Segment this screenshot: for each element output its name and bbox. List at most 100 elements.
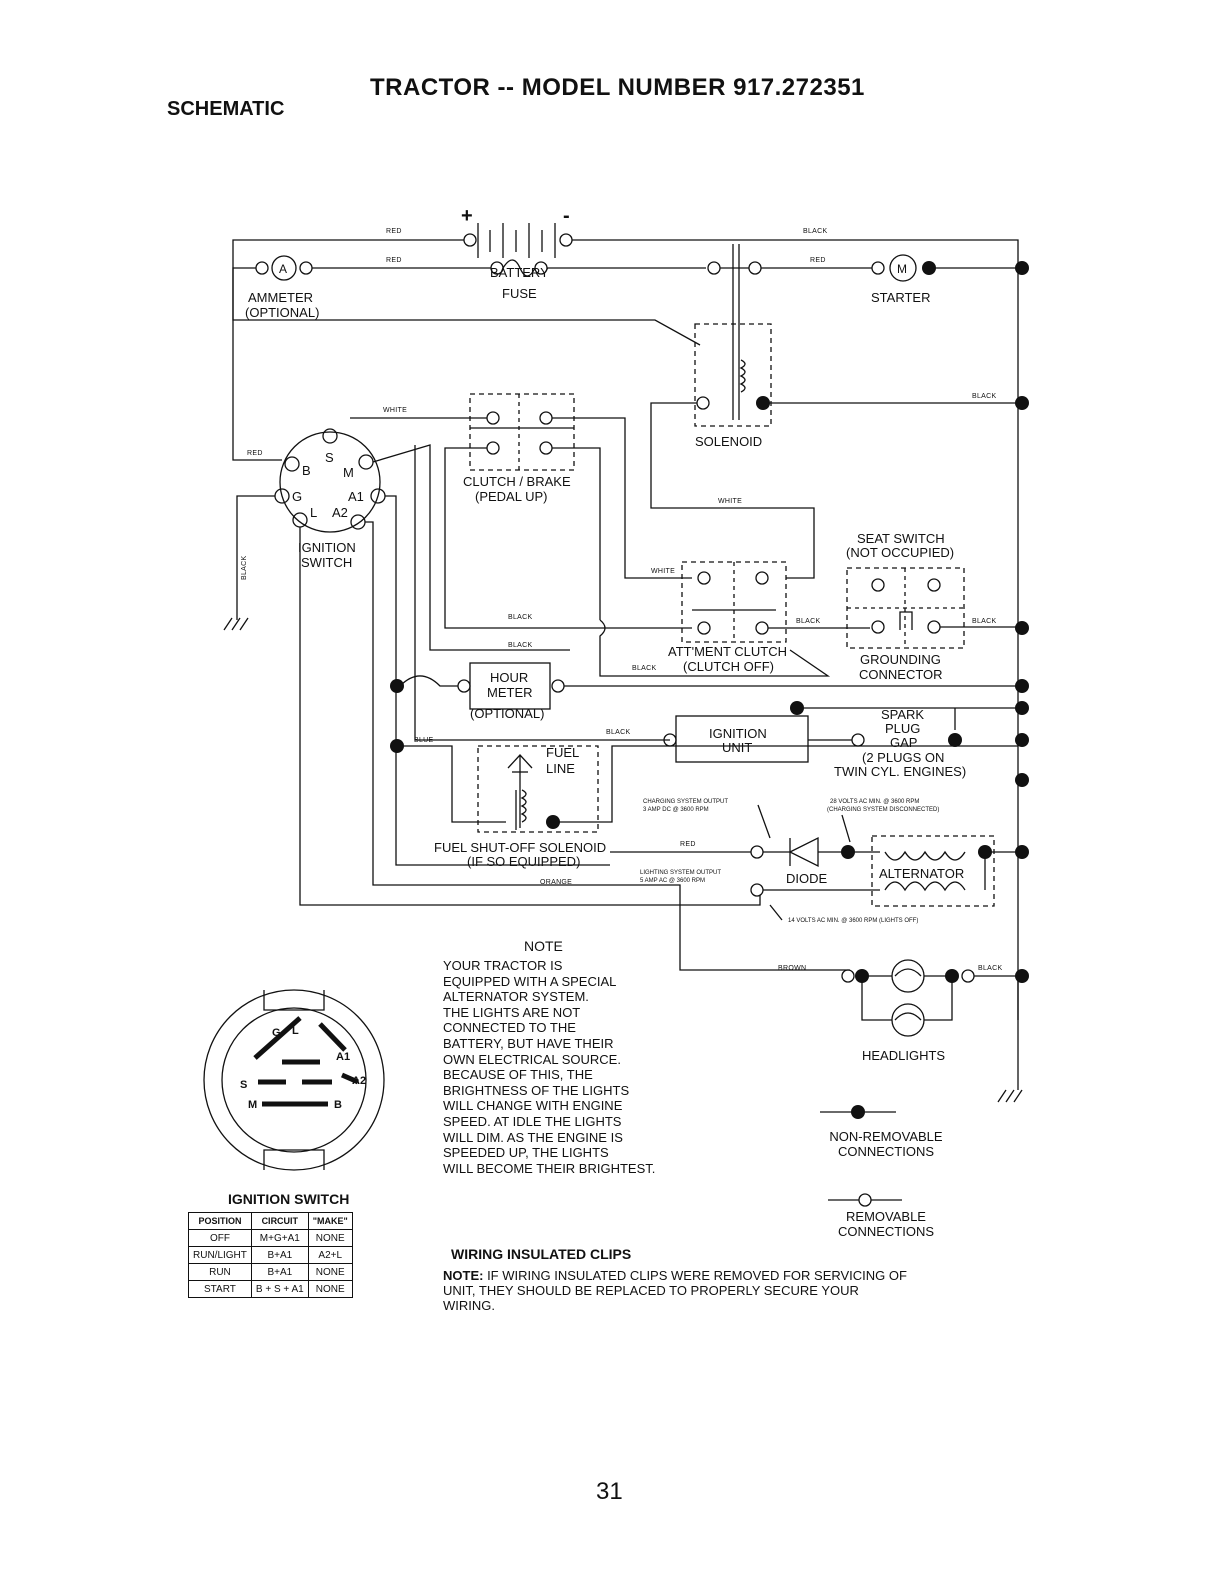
spark-plug-note: (2 PLUGS ON (862, 750, 944, 765)
ammeter-symbol: A (279, 262, 287, 276)
fuse-label: FUSE (502, 286, 537, 301)
fuel-line-label: FUEL (546, 745, 579, 760)
solenoid (694, 244, 772, 427)
terminal-b: B (302, 463, 311, 478)
table-cell: NONE (307, 1263, 353, 1281)
clutch-brake-note: (PEDAL UP) (475, 489, 547, 504)
non-removable-junctions (390, 261, 1029, 1119)
wire-red-ignition: RED (247, 450, 263, 457)
wire-white-attachment: WHITE (651, 568, 675, 575)
clips-note-text: IF WIRING INSULATED CLIPS WERE REMOVED F… (443, 1268, 907, 1313)
battery-minus: - (563, 205, 570, 227)
table-row: RUN B+A1 NONE (188, 1263, 353, 1281)
terminal-a2: A2 (332, 505, 348, 520)
wire-black-headlights: BLACK (978, 965, 1002, 972)
clips-note: NOTE: IF WIRING INSULATED CLIPS WERE REM… (443, 1268, 913, 1313)
attachment-clutch (681, 561, 787, 643)
detail-pin-a1: A1 (336, 1051, 350, 1063)
ignition-switch-label-2: SWITCH (301, 555, 352, 570)
alternator (871, 835, 995, 907)
seat-switch (846, 567, 965, 649)
ammeter-note: (OPTIONAL) (245, 305, 319, 320)
table-cell: RUN/LIGHT (188, 1246, 252, 1264)
wire-red-ammeter: RED (386, 257, 402, 264)
battery (463, 223, 573, 258)
page-number: 31 (596, 1478, 623, 1505)
ignition-switch-detail (203, 989, 385, 1171)
spec-volts-disconnected: 28 VOLTS AC MIN. @ 3600 RPM (830, 799, 919, 805)
table-cell: RUN (188, 1263, 252, 1281)
hour-meter-label: HOUR (490, 670, 528, 685)
table-row: START B + S + A1 NONE (188, 1280, 353, 1298)
note-title: NOTE (524, 938, 563, 954)
spark-plug-label: SPARK (881, 707, 924, 722)
page-subtitle: SCHEMATIC (167, 98, 285, 120)
spec-volts-disconnected-2: (CHARGING SYSTEM DISCONNECTED) (827, 807, 939, 813)
detail-pin-s: S (240, 1079, 247, 1091)
wire-black-seat: BLACK (972, 618, 996, 625)
ignition-unit-label: IGNITION (709, 726, 767, 741)
terminal-l: L (310, 505, 317, 520)
wire-red-battery: RED (386, 228, 402, 235)
starter-symbol: M (897, 262, 907, 276)
hour-meter-note: (OPTIONAL) (470, 706, 544, 721)
wire-red-starter: RED (810, 257, 826, 264)
table-cell: START (188, 1280, 252, 1298)
battery-plus: + (461, 205, 473, 227)
wire-white-seat: WHITE (718, 498, 742, 505)
spark-plug-label-2: PLUG (885, 721, 920, 736)
legend-non-removable-label-2: CONNECTIONS (837, 1144, 935, 1159)
table-cell: A2+L (307, 1246, 353, 1264)
seat-switch-label: SEAT SWITCH (857, 531, 945, 546)
wire-black-solenoid: BLACK (972, 393, 996, 400)
hour-meter-label-2: METER (487, 685, 533, 700)
starter (871, 254, 917, 282)
terminal-s: S (325, 450, 334, 465)
grounding-connector-label: GROUNDING (860, 652, 941, 667)
alternator-label: ALTERNATOR (879, 866, 964, 881)
spark-plug-note-2: TWIN CYL. ENGINES) (834, 764, 966, 779)
spec-lights-off: 14 VOLTS AC MIN. @ 3600 RPM (LIGHTS OFF) (788, 918, 918, 924)
table-cell: M+G+A1 (250, 1229, 309, 1247)
grounding-connector-label-2: CONNECTOR (859, 667, 943, 682)
wire-black-clutch-1: BLACK (508, 614, 532, 621)
table-cell: B + S + A1 (250, 1280, 309, 1298)
note-body: YOUR TRACTOR IS EQUIPPED WITH A SPECIAL … (443, 958, 656, 1176)
headlights-label: HEADLIGHTS (862, 1048, 945, 1063)
table-header: POSITION (188, 1212, 252, 1230)
table-cell: NONE (307, 1280, 353, 1298)
ignition-switch-label: IGNITION (298, 540, 356, 555)
terminal-m: M (343, 465, 354, 480)
table-header: "MAKE" (307, 1212, 353, 1230)
wire-black-ignition-unit: BLACK (606, 729, 630, 736)
ammeter-label: AMMETER (248, 290, 313, 305)
fuel-solenoid-label: FUEL SHUT-OFF SOLENOID (434, 840, 606, 855)
terminal-a1: A1 (348, 489, 364, 504)
legend-non-removable-label: NON-REMOVABLE (829, 1129, 943, 1144)
table-row: RUN/LIGHT B+A1 A2+L (188, 1246, 353, 1264)
clutch-brake-switch (469, 393, 575, 471)
legend-non-removable: NON-REMOVABLE CONNECTIONS (816, 1129, 956, 1159)
table-cell: NONE (307, 1229, 353, 1247)
detail-pin-m: M (248, 1099, 257, 1111)
spec-lighting-output-2: 5 AMP AC @ 3600 RPM (640, 878, 705, 884)
table-row: OFF M+G+A1 NONE (188, 1229, 353, 1247)
battery-label: BATTERY (490, 265, 549, 280)
wire-black-clutch-2: BLACK (508, 642, 532, 649)
detail-pin-a2: A2 (352, 1075, 366, 1087)
detail-pin-b: B (334, 1099, 342, 1111)
spark-plug (851, 733, 865, 747)
ignition-switch-table: POSITION CIRCUIT "MAKE" OFF M+G+A1 NONE … (188, 1212, 353, 1298)
terminal-g: G (292, 489, 302, 504)
page-title: TRACTOR -- MODEL NUMBER 917.272351 (370, 74, 865, 101)
table-header: CIRCUIT (250, 1212, 309, 1230)
table-cell: B+A1 (250, 1263, 309, 1281)
fuel-line-label-2: LINE (546, 761, 575, 776)
diode-label: DIODE (786, 871, 828, 886)
spec-charging-output-2: 3 AMP DC @ 3600 RPM (643, 807, 709, 813)
clips-note-label: NOTE: (443, 1268, 484, 1283)
wire-black-attachment: BLACK (796, 618, 820, 625)
spec-charging-output: CHARGING SYSTEM OUTPUT (643, 799, 728, 805)
starter-label: STARTER (871, 290, 930, 305)
